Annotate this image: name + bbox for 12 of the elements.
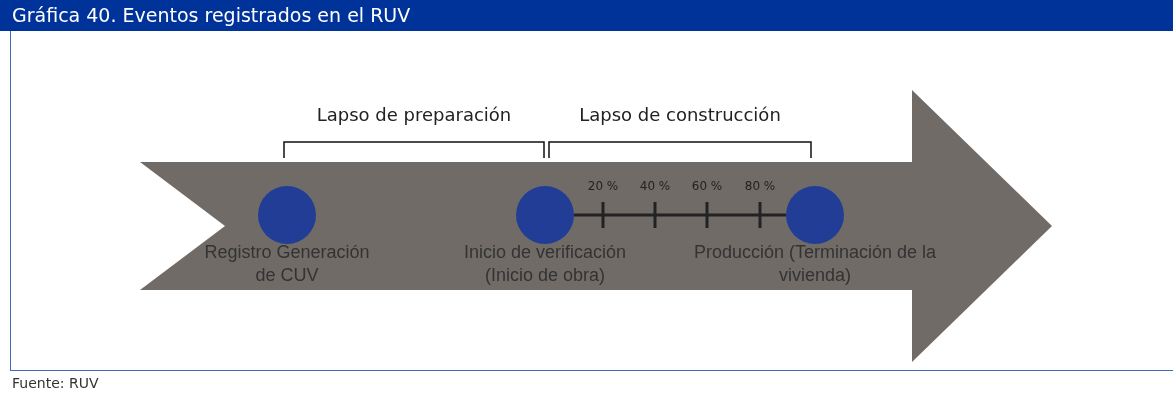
- span-label: Lapso de construcción: [579, 104, 781, 125]
- percent-label: 60 %: [691, 179, 723, 193]
- milestone-label: Producción (Terminación de la vivienda): [692, 241, 938, 287]
- percent-label: 40 %: [639, 179, 671, 193]
- chart-title: Gráfica 40. Eventos registrados en el RUV: [0, 0, 1173, 31]
- timeline-line: [574, 213, 786, 217]
- span-label: Lapso de preparación: [316, 104, 512, 125]
- percent-label: 20 %: [587, 179, 619, 193]
- milestone-label: Registro Generación de CUV: [203, 241, 371, 287]
- milestone-label: Inicio de verificación (Inicio de obra): [462, 241, 628, 287]
- percent-label: 80 %: [744, 179, 776, 193]
- source-note: Fuente: RUV: [12, 375, 99, 391]
